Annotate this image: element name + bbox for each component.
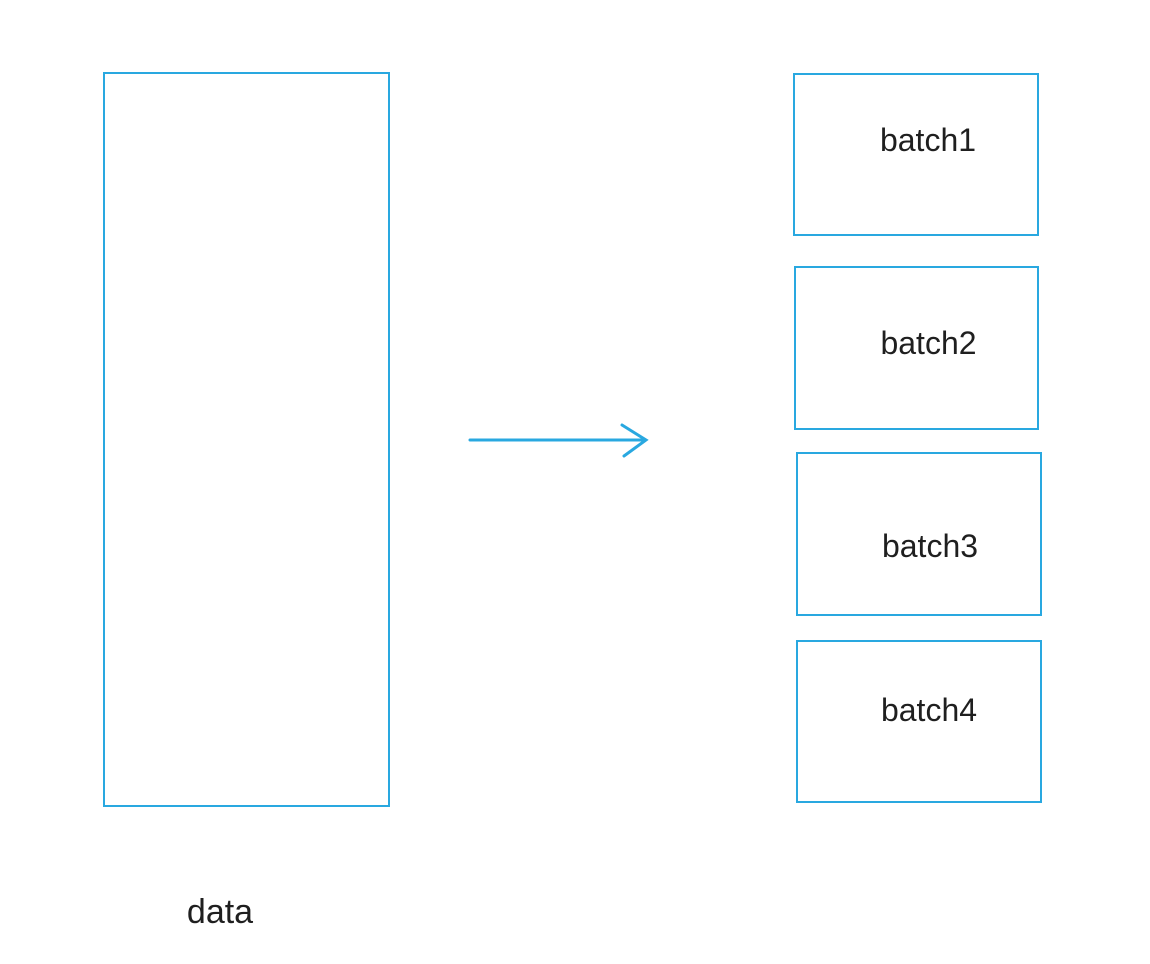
batch-box: batch1 bbox=[793, 73, 1039, 236]
batch-box: batch2 bbox=[794, 266, 1039, 430]
batch-box-label: batch2 bbox=[880, 325, 977, 361]
batch-box: batch4 bbox=[796, 640, 1042, 803]
batch-box-label: batch3 bbox=[881, 528, 979, 564]
batch-box-label: batch1 bbox=[879, 122, 977, 158]
data-box-label: data bbox=[186, 893, 254, 931]
batch-box: batch3 bbox=[796, 452, 1042, 616]
right-arrow-icon bbox=[466, 418, 654, 462]
batch-box-label: batch4 bbox=[880, 692, 978, 728]
data-box bbox=[103, 72, 390, 807]
